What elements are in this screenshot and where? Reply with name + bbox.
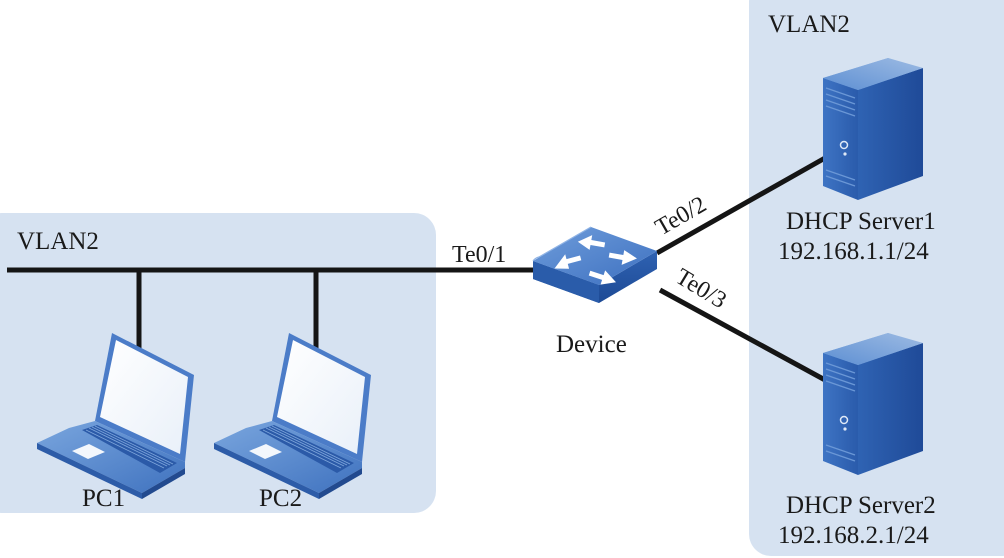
server-icon[interactable] (822, 57, 924, 201)
link-te02-server1 (655, 155, 827, 256)
server2-ip: 192.168.2.1/24 (778, 522, 929, 549)
vlan-label-left: VLAN2 (17, 228, 99, 255)
vlan-zone-right (749, 0, 1004, 556)
switch-icon[interactable] (532, 226, 657, 303)
pc2-label: PC2 (259, 485, 302, 512)
device-label: Device (556, 331, 627, 358)
link-te03-server2 (658, 287, 827, 383)
server2-name: DHCP Server2 (786, 492, 936, 519)
port-label-te01: Te0/1 (452, 242, 506, 268)
port-label-te03: Te0/3 (671, 264, 731, 314)
server1-name: DHCP Server1 (786, 208, 936, 235)
port-label-te02: Te0/2 (651, 192, 711, 242)
server-icon[interactable] (822, 332, 924, 476)
vlan-zone-left (0, 213, 436, 513)
server1-ip: 192.168.1.1/24 (778, 238, 929, 265)
vlan-label-right: VLAN2 (768, 11, 850, 38)
pc1-label: PC1 (82, 485, 125, 512)
